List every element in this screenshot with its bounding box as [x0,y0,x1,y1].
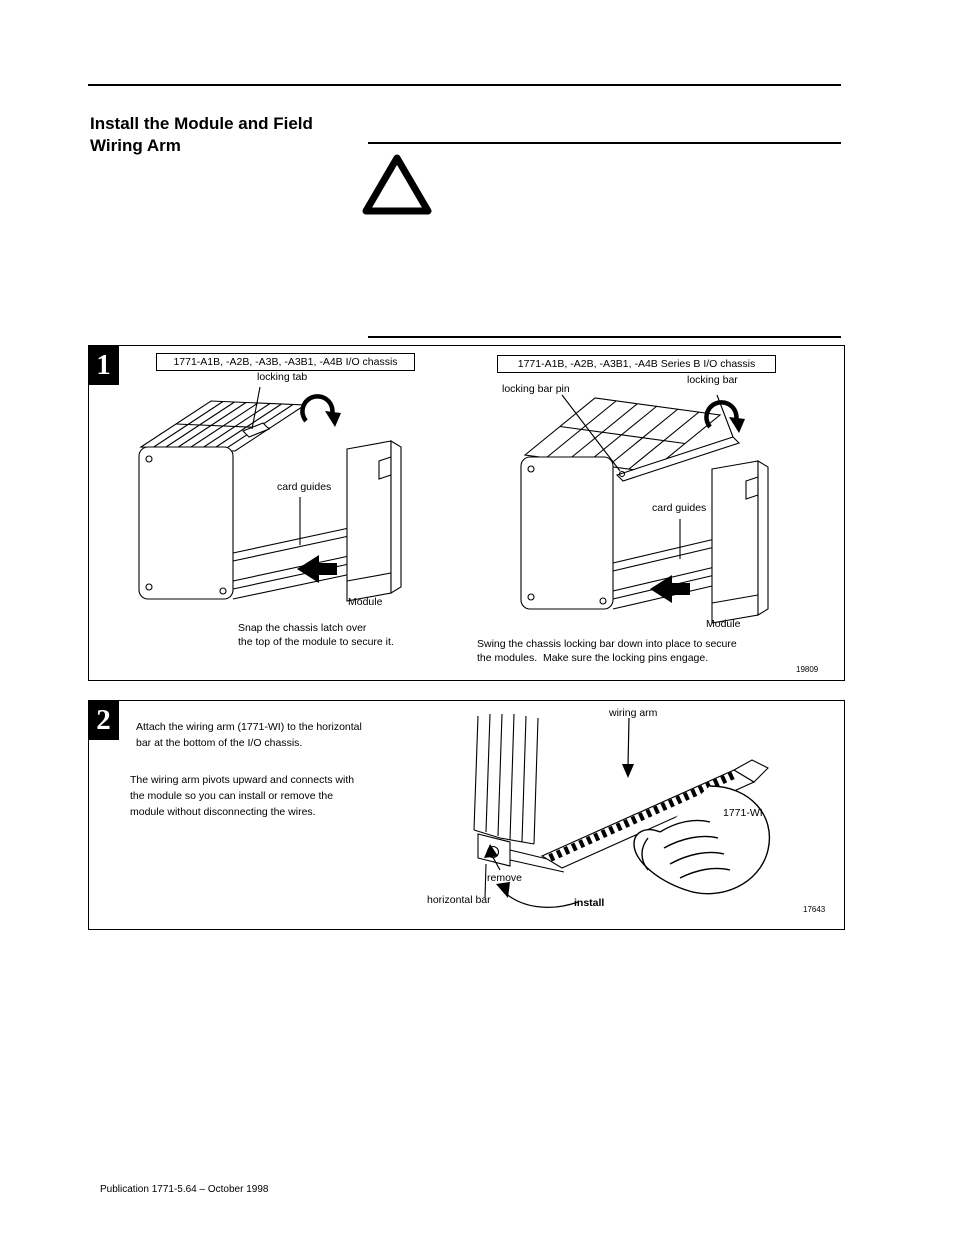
label-horizontal-bar: horizontal bar [427,894,491,906]
wiring-arm-pointer [627,717,630,767]
caption-step1-right: Swing the chassis locking bar down into … [477,638,737,665]
wiring-arm-line-art [473,713,771,899]
caption-step1-left-line1: Snap the chassis latch over [238,622,367,634]
step1-number-badge: 1 [88,345,119,385]
page-title-line1: Install the Module and Field [90,114,313,133]
chassis-line-art-right [520,394,769,624]
page-title-line2: Wiring Arm [90,136,181,155]
wiring-arm-latch [732,759,769,783]
rotate-arrowhead-right [729,417,745,433]
step2-paragraph2-line1: The wiring arm pivots upward and connect… [130,774,355,786]
chassis-label-right: 1771-A1B, -A2B, -A3B1, -A4B Series B I/O… [497,355,776,373]
caption-step1-left: Snap the chassis latch over the top of t… [238,622,394,649]
label-locking-bar-pin: locking bar pin [502,383,570,395]
diagram-chassis-right [520,394,769,624]
diagram-wiring-arm [473,713,771,908]
caption-step1-left-line2: the top of the module to secure it. [238,635,394,648]
step2-box [88,700,845,930]
page-title: Install the Module and Field Wiring Arm [90,113,313,157]
label-card-guides-left: card guides [277,481,332,493]
insert-arrow-right [650,575,690,603]
step2-paragraph1-line1: Attach the wiring arm (1771-WI) to the h… [136,721,362,733]
step2-paragraph1-line2: bar at the bottom of the I/O chassis. [136,737,303,749]
rotate-arrow-right [704,400,739,429]
label-locking-tab: locking tab [257,371,308,383]
hand [633,785,771,895]
step1-box [88,345,845,681]
label-card-guides-right: card guides [652,502,707,514]
footer-publication: Publication 1771-5.64 – October 1998 [100,1184,269,1195]
label-wiring-arm: wiring arm [609,707,658,719]
figure-number-19809: 19809 [796,665,819,674]
label-remove: remove [487,872,523,884]
caption-step1-right-line2: the modules. Make sure the locking pins … [477,651,709,664]
insert-arrow-left [297,555,337,583]
step2-number-badge: 2 [88,700,119,740]
diagram-chassis-left [138,386,402,602]
rotate-arrow-left [300,394,335,423]
locking-tab-part [242,422,270,438]
attention-rule-bottom [368,336,841,338]
label-locking-bar: locking bar [687,374,738,386]
step2-paragraph2: The wiring arm pivots upward and connect… [130,772,354,820]
header-rule [88,84,841,86]
label-1771-wi: 1771-WI [723,807,763,819]
attention-rule-top [368,142,841,144]
rotate-arrowhead-left [325,411,341,427]
label-module-right: Module [706,618,741,630]
remove-arrowhead [484,844,498,858]
install-arrow [501,889,579,908]
locking-bar-part [615,436,741,482]
chassis-line-art [138,386,402,602]
module-left [346,440,402,602]
wiring-arm-arrowhead [622,764,634,778]
figure-number-17643: 17643 [803,905,826,914]
module-right [711,460,769,624]
chassis-label-left: 1771-A1B, -A2B, -A3B, -A3B1, -A4B I/O ch… [156,353,415,371]
attention-triangle-icon [362,154,432,215]
step2-paragraph2-line2: the module so you can install or remove … [130,790,334,802]
caption-step1-right-line1: Swing the chassis locking bar down into … [477,638,737,650]
step2-paragraph1: Attach the wiring arm (1771-WI) to the h… [136,719,362,751]
label-install: install [574,897,605,909]
label-module-left: Module [348,596,383,608]
install-arrowhead [496,882,510,898]
step2-paragraph2-line3: module without disconnecting the wires. [130,806,316,818]
